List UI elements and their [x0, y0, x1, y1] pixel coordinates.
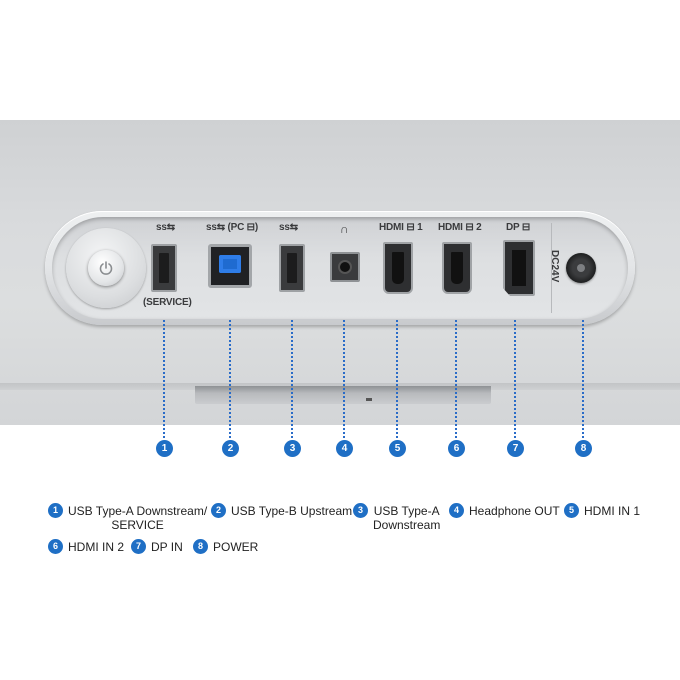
power-icon [99, 261, 113, 275]
legend-item-8: 8 POWER [193, 539, 259, 554]
legend-item-1: 1 USB Type-A Downstream/ SERVICE [48, 503, 208, 532]
usb-type-a-service-port[interactable] [151, 244, 177, 292]
legend-text-1: USB Type-A Downstream/ SERVICE [68, 504, 208, 532]
legend-item-3: 3 USB Type-A Downstream [353, 503, 441, 532]
dp-in-port[interactable] [503, 240, 535, 296]
legend-text-5: HDMI IN 1 [584, 504, 641, 518]
legend-marker-7: 7 [131, 539, 146, 554]
legend-marker-8: 8 [193, 539, 208, 554]
leader-line-4 [343, 320, 345, 438]
leader-line-6 [455, 320, 457, 438]
port-6-symbol: HDMI ⊟ 2 [438, 222, 482, 233]
marker-4: 4 [336, 440, 353, 457]
port-4-symbol: ∩ [340, 222, 349, 236]
headphone-out-port[interactable] [330, 252, 360, 282]
monitor-back-photo: ss⇆ ss⇆ (PC ⊟) ss⇆ ∩ HDMI ⊟ 1 HDMI ⊟ 2 D… [0, 120, 680, 425]
legend-marker-6: 6 [48, 539, 63, 554]
legend-item-2: 2 USB Type-B Upstream [211, 503, 353, 518]
usb-type-a-downstream-port[interactable] [279, 244, 305, 292]
power-button[interactable] [88, 250, 124, 286]
legend-item-4: 4 Headphone OUT [449, 503, 560, 518]
legend-item-6: 6 HDMI IN 2 [48, 539, 125, 554]
legend-marker-2: 2 [211, 503, 226, 518]
legend-text-8: POWER [213, 540, 259, 554]
port-1-caption: (SERVICE) [143, 297, 192, 308]
usb-type-b-upstream-port[interactable] [208, 244, 252, 288]
hdmi-in-1-port[interactable] [383, 242, 413, 294]
port-5-symbol: HDMI ⊟ 1 [379, 222, 423, 233]
port-7-symbol: DP ⊟ [506, 222, 531, 233]
leader-line-2 [229, 320, 231, 438]
legend-marker-4: 4 [449, 503, 464, 518]
legend-marker-5: 5 [564, 503, 579, 518]
port-1-symbol: ss⇆ [156, 222, 175, 233]
leader-line-8 [582, 320, 584, 438]
legend-item-7: 7 DP IN [131, 539, 183, 554]
port-8-symbol: DC24V [549, 250, 560, 283]
legend-text-4: Headphone OUT [469, 504, 560, 518]
hdmi-in-2-port[interactable] [442, 242, 472, 294]
marker-3: 3 [284, 440, 301, 457]
leader-line-7 [514, 320, 516, 438]
dc-power-port[interactable] [566, 253, 596, 283]
marker-2: 2 [222, 440, 239, 457]
legend-text-6: HDMI IN 2 [68, 540, 125, 554]
marker-1: 1 [156, 440, 173, 457]
panel-divider [551, 223, 552, 313]
legend-marker-3: 3 [353, 503, 368, 518]
marker-8: 8 [575, 440, 592, 457]
port-panel [45, 211, 635, 325]
legend-marker-1: 1 [48, 503, 63, 518]
legend-text-7: DP IN [151, 540, 183, 554]
leader-line-5 [396, 320, 398, 438]
marker-7: 7 [507, 440, 524, 457]
port-3-symbol: ss⇆ [279, 222, 298, 233]
leader-line-3 [291, 320, 293, 438]
legend-item-5: 5 HDMI IN 1 [564, 503, 641, 518]
legend-text-3: USB Type-A Downstream [373, 504, 441, 532]
marker-5: 5 [389, 440, 406, 457]
leader-line-1 [163, 320, 165, 438]
marker-6: 6 [448, 440, 465, 457]
port-2-symbol: ss⇆ (PC ⊟) [206, 222, 258, 233]
power-button-ring [66, 228, 146, 308]
legend-text-2: USB Type-B Upstream [231, 504, 353, 518]
